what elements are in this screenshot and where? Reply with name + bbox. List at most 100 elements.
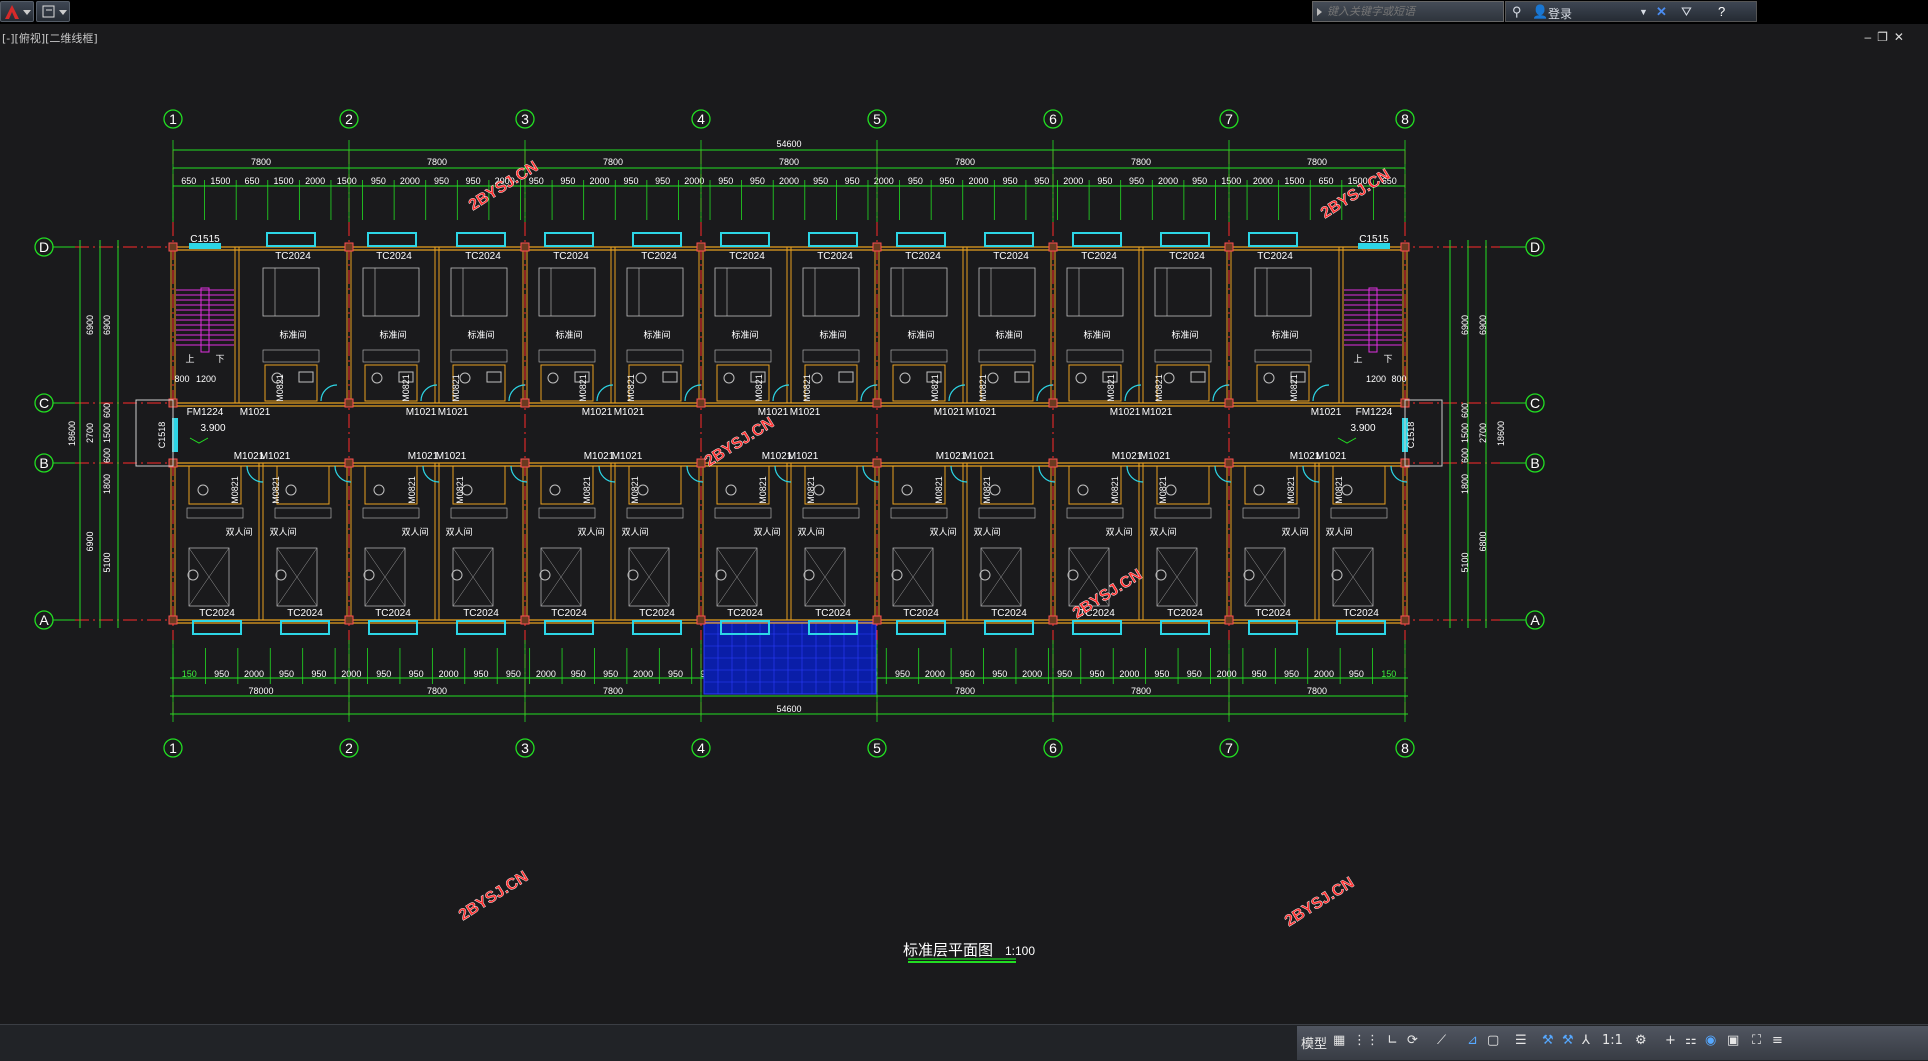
window bbox=[368, 620, 418, 635]
dim-text: 7800 bbox=[1307, 157, 1327, 167]
drawing-scale: 1:100 bbox=[1005, 944, 1035, 958]
customize-icon[interactable]: ≡ bbox=[1772, 1033, 1783, 1048]
workspace-icon bbox=[42, 5, 67, 18]
bathroom bbox=[1156, 465, 1210, 505]
viewport-controls[interactable]: [-][俯视][二维线框] bbox=[2, 32, 98, 45]
wardrobe bbox=[362, 507, 420, 519]
dim-text: 6900 bbox=[85, 315, 95, 335]
column bbox=[696, 398, 706, 408]
door-label: M0821 bbox=[1158, 476, 1168, 504]
scale-dropdown[interactable]: 1:1 bbox=[1602, 1033, 1623, 1048]
model-tab[interactable]: 模型 bbox=[1301, 1037, 1328, 1052]
lineweight-icon[interactable]: ▢ bbox=[1487, 1033, 1500, 1048]
sink bbox=[574, 371, 590, 383]
bed bbox=[1066, 267, 1124, 317]
bathroom bbox=[276, 465, 330, 505]
snap-icon[interactable]: ⋮⋮ bbox=[1353, 1033, 1379, 1048]
bed bbox=[802, 267, 860, 317]
dim-text: 950 bbox=[1129, 176, 1144, 186]
window bbox=[720, 232, 770, 247]
dim-text: 2000 bbox=[779, 176, 799, 186]
door-swing bbox=[1390, 465, 1408, 483]
dim-text: 600 bbox=[1460, 448, 1470, 463]
grid-label: A bbox=[1530, 612, 1540, 628]
dim-text: 1500 bbox=[210, 176, 230, 186]
dim-text: 950 bbox=[1252, 669, 1267, 679]
room-label: 双人间 bbox=[797, 526, 824, 537]
polar-icon[interactable]: ⟳ bbox=[1407, 1033, 1418, 1048]
door-swing bbox=[320, 384, 338, 402]
gear-icon[interactable]: ⚙ bbox=[1635, 1033, 1647, 1048]
help-icon[interactable]: ? bbox=[1718, 4, 1726, 19]
door-swing bbox=[1302, 465, 1320, 483]
window-label: C1515 bbox=[1359, 234, 1389, 245]
door-label: M1021 bbox=[1290, 451, 1321, 462]
login-link[interactable]: 登录 bbox=[1548, 7, 1573, 21]
room-label: 双人间 bbox=[929, 526, 956, 537]
bed-line bbox=[1332, 547, 1374, 607]
bed bbox=[1244, 547, 1286, 607]
info-center: ⚲ 👤 登录 ▼ ✕ ⛛ ? bbox=[1505, 1, 1757, 22]
grid-label: 3 bbox=[521, 111, 529, 127]
window-label: TC2024 bbox=[1255, 608, 1291, 619]
door-label: FM1224 bbox=[1356, 407, 1393, 418]
chevron-down-icon[interactable]: ▼ bbox=[1639, 7, 1648, 17]
clean-screen-icon[interactable]: ▣ bbox=[1727, 1033, 1740, 1048]
grid-label: B bbox=[1530, 455, 1539, 471]
stair-label: 上 bbox=[1353, 354, 1362, 364]
bathroom bbox=[264, 364, 318, 402]
sink bbox=[1290, 371, 1306, 383]
door-swing bbox=[420, 384, 438, 402]
grid-bubble bbox=[163, 109, 183, 129]
quick-access-toolbar[interactable] bbox=[36, 1, 70, 22]
room-label: 标准间 bbox=[995, 329, 1022, 340]
door-label: M0821 bbox=[1286, 476, 1296, 504]
desk bbox=[714, 349, 772, 363]
dim-text: 1800 bbox=[1460, 474, 1470, 494]
otrack-icon[interactable]: ⊿ bbox=[1467, 1033, 1478, 1048]
toilet bbox=[549, 484, 561, 496]
door-label: M0821 bbox=[758, 476, 768, 504]
plus-icon[interactable]: + bbox=[1665, 1033, 1676, 1048]
bed bbox=[628, 547, 670, 607]
annotation-icon[interactable]: ⚒ bbox=[1542, 1033, 1554, 1048]
properties-icon[interactable]: ☰ bbox=[1515, 1033, 1527, 1048]
dim-text: 600 bbox=[1460, 403, 1470, 418]
wall bbox=[1138, 462, 1144, 621]
dim-text: 7800 bbox=[955, 157, 975, 167]
window bbox=[1160, 232, 1210, 247]
grid-label: 4 bbox=[697, 740, 705, 756]
door-swing bbox=[948, 384, 966, 402]
grid-label: 8 bbox=[1401, 740, 1409, 756]
binoculars-icon[interactable]: ⚲ bbox=[1512, 4, 1522, 19]
hardware-icon[interactable]: ◉ bbox=[1705, 1033, 1717, 1048]
bathroom bbox=[804, 465, 858, 505]
app-menu-button[interactable] bbox=[0, 1, 34, 22]
a360-icon[interactable]: ⛛ bbox=[1681, 4, 1692, 19]
osnap-icon[interactable]: ⟋ bbox=[1437, 1033, 1447, 1048]
dim-text: 2000 bbox=[684, 176, 704, 186]
drawing-window-controls[interactable]: –❐✕ bbox=[1864, 30, 1910, 44]
door-label: M0821 bbox=[934, 476, 944, 504]
wardrobe bbox=[1330, 507, 1388, 519]
door-swing bbox=[246, 465, 264, 483]
dim-text: 7800 bbox=[427, 686, 447, 696]
ortho-icon[interactable]: ∟ bbox=[1387, 1033, 1398, 1048]
annoscale-icon[interactable]: ⅄ bbox=[1582, 1033, 1590, 1048]
exchange-icon[interactable]: ✕ bbox=[1656, 4, 1667, 19]
search-box[interactable] bbox=[1312, 1, 1504, 22]
watermark: 2BYSJ.CN bbox=[1318, 166, 1393, 222]
user-icon[interactable]: 👤 bbox=[1532, 4, 1549, 19]
dim-text: 950 bbox=[409, 669, 424, 679]
room-label: 标准间 bbox=[1271, 329, 1298, 340]
search-input[interactable] bbox=[1327, 4, 1497, 19]
fullscreen-icon[interactable]: ⛶ bbox=[1752, 1033, 1762, 1048]
window-label: TC2024 bbox=[729, 251, 765, 262]
autoscale-icon[interactable]: ⚒ bbox=[1562, 1033, 1574, 1048]
sink bbox=[838, 371, 854, 383]
grid-icon[interactable]: ▦ bbox=[1333, 1033, 1346, 1048]
wall bbox=[610, 462, 616, 621]
door-label: M1021 bbox=[406, 407, 437, 418]
isolate-icon[interactable]: ⚏ bbox=[1685, 1033, 1697, 1048]
